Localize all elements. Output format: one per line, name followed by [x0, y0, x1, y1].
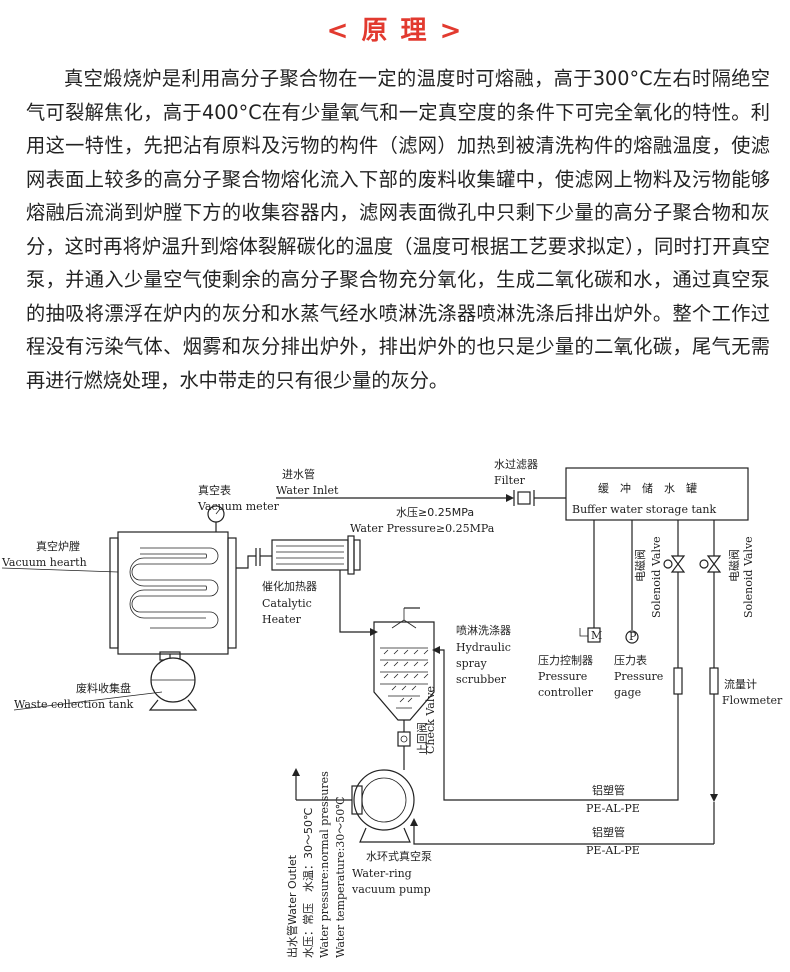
pressure-controller-label-en1: Pressure [538, 670, 587, 683]
check-valve [397, 731, 411, 760]
outlet-label-3: Water pressure:normal pressures [318, 771, 331, 958]
pressure-gage-label-en1: Pressure [614, 670, 663, 683]
check-valve-label-zh: 止回阀 [415, 722, 429, 755]
pipe-2-label-zh: 铝塑管 [592, 825, 625, 839]
solenoid-valve-1 [663, 520, 686, 792]
catalytic-heater-label-en1: Catalytic [262, 597, 312, 610]
vacuum-hearth-label-en: Vacuum hearth [1, 556, 87, 569]
scrubber-label-en1: Hydraulic [456, 641, 511, 654]
pipe-1-label-en: PE-AL-PE [586, 802, 640, 815]
waste-tank-label-en: Waste collection tank [14, 698, 134, 711]
pressure-controller-label-zh: 压力控制器 [538, 653, 593, 667]
outlet-label-4: Water temperature:30～50℃ [334, 796, 347, 958]
pipe-1-label-zh: 铝塑管 [592, 783, 625, 797]
water-ring-vacuum-pump [295, 760, 415, 843]
return-pipe-1 [432, 646, 679, 801]
water-pressure-label-zh: 水压≥0.25MPa [396, 506, 474, 519]
scrubber-label-en3: scrubber [456, 673, 507, 686]
pressure-controller-letter: M [591, 629, 602, 642]
vacuum-hearth-label-zh: 真空炉膛 [36, 539, 80, 553]
pump-label-zh: 水环式真空泵 [366, 849, 432, 863]
buffer-tank-label-zh: 缓 冲 储 水 罐 [598, 481, 697, 495]
pressure-gage-label-zh: 压力表 [614, 653, 647, 667]
process-flow-diagram: 真空表 Vacuum meter 真空炉膛 Vacuum hearth 废料收集… [1, 458, 783, 958]
waste-tank-label-zh: 废料收集盘 [76, 681, 131, 695]
hydraulic-spray-scrubber [373, 607, 435, 732]
pipe-2-label-en: PE-AL-PE [586, 844, 640, 857]
catalytic-heater-label-zh: 催化加热器 [262, 579, 317, 593]
solenoid-valve-2-label-en: Solenoid Valve [742, 536, 755, 618]
pressure-gage-label-en2: gage [614, 686, 641, 699]
solenoid-valve-2 [699, 520, 722, 668]
solenoid-valve-1-label-en: Solenoid Valve [650, 536, 663, 618]
pressure-gage [625, 520, 639, 644]
vacuum-hearth [109, 531, 237, 655]
scrubber-label-en2: spray [456, 657, 488, 670]
pump-label-en1: Water-ring [352, 867, 412, 880]
water-pressure-label-en: Water Pressure≥0.25MPa [350, 522, 495, 535]
waste-collection-tank [148, 651, 198, 711]
pressure-controller [579, 520, 601, 643]
section-title: < 原 理 > [326, 16, 464, 46]
buffer-tank-label-en: Buffer water storage tank [572, 503, 717, 516]
outlet-label-2: 水压：常压 水温：30～50℃ [302, 808, 315, 958]
vacuum-meter-label-en: Vacuum meter [197, 500, 280, 513]
principle-paragraph: 真空煅烧炉是利用高分子聚合物在一定的温度时可熔融，高于300°C左右时隔绝空气可… [26, 67, 770, 392]
pressure-controller-label-en2: controller [538, 686, 594, 699]
filter-label-en: Filter [494, 474, 526, 487]
flowmeter-label-zh: 流量计 [724, 677, 757, 691]
scrubber-label-zh: 喷淋洗涤器 [456, 623, 511, 637]
vacuum-meter [207, 505, 225, 532]
catalytic-heater [236, 535, 361, 575]
outlet-label-1: 出水管Water Outlet [285, 854, 299, 958]
water-inlet-label-en: Water Inlet [276, 484, 339, 497]
flowmeter [709, 667, 719, 844]
pump-label-en2: vacuum pump [351, 883, 431, 896]
solenoid-valve-1-label-zh: 电磁阀 [633, 549, 647, 582]
buffer-water-storage-tank [565, 467, 749, 521]
vacuum-meter-label-zh: 真空表 [198, 483, 231, 497]
catalytic-heater-label-en2: Heater [262, 613, 302, 626]
check-valve-label-en: Check Valve [424, 686, 437, 754]
return-pipe-2 [410, 818, 714, 845]
solenoid-valve-2-label-zh: 电磁阀 [727, 549, 741, 582]
water-filter [513, 490, 566, 506]
pressure-gage-letter: P [629, 630, 637, 643]
water-inlet-label-zh: 进水管 [282, 467, 315, 481]
flowmeter-label-en: Flowmeter [722, 694, 783, 707]
filter-label-zh: 水过滤器 [494, 458, 538, 471]
